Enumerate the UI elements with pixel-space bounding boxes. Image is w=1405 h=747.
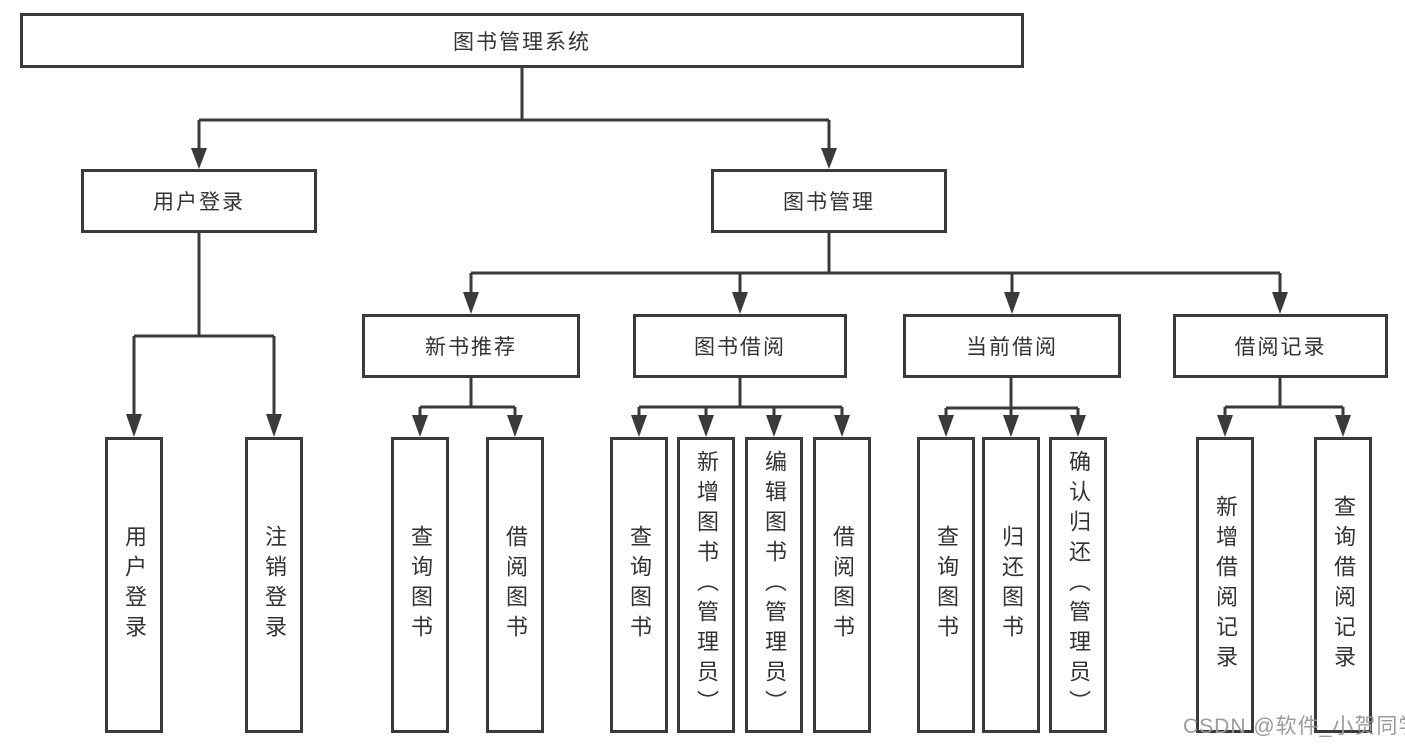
node-current-borrowing-label: 当前借阅 [966,336,1058,359]
node-borrowing-records-label: 借阅记录 [1234,336,1327,359]
arrowhead [1070,415,1086,437]
arrowhead [1335,415,1351,437]
node-book-borrowing-label: 图书借阅 [694,336,786,359]
arrowhead [266,414,282,437]
node-book-management: 图书管理 [711,169,947,233]
leaf-add-books-admin-label: 新增图书（管理员） [694,450,719,720]
node-library-management-system-label: 图书管理系统 [453,30,591,54]
leaf-query-books-borrowing: 查询图书 [610,437,668,733]
arrowhead [507,415,523,437]
leaf-add-books-admin: 新增图书（管理员） [677,437,735,733]
leaf-query-books-current-label: 查询图书 [934,525,959,645]
leaf-confirm-return-admin: 确认归还（管理员） [1049,437,1107,733]
node-current-borrowing: 当前借阅 [903,314,1121,378]
arrowhead [412,415,428,437]
leaf-confirm-return-admin-label: 确认归还（管理员） [1066,450,1091,720]
leaf-borrow-books-recommend-label: 借阅图书 [503,525,528,645]
leaf-edit-books-admin-label: 编辑图书（管理员） [762,450,787,720]
connector-book-borrowing-to-children [631,378,850,437]
leaf-logout-label: 注销登录 [262,525,287,645]
connector-user-login-to-children [126,233,282,437]
leaf-borrow-books-borrowing: 借阅图书 [813,437,871,733]
leaf-return-books-label: 归还图书 [999,525,1024,645]
csdn-watermark: CSDN @软件_小贺同学 [1183,715,1405,738]
leaf-logout: 注销登录 [245,437,303,733]
node-book-borrowing: 图书借阅 [633,314,847,378]
arrowhead [698,415,714,437]
leaf-query-books-recommend-label: 查询图书 [408,525,433,645]
arrowhead [938,415,954,437]
leaf-return-books: 归还图书 [982,437,1040,733]
node-borrowing-records: 借阅记录 [1173,314,1388,378]
arrowhead [732,292,748,314]
leaf-user-login: 用户登录 [105,437,163,733]
leaf-add-borrow-record-label: 新增借阅记录 [1213,495,1238,675]
arrowhead [1272,292,1288,314]
arrowhead [1004,292,1020,314]
arrowhead [463,292,479,314]
arrowhead [1217,415,1233,437]
node-book-management-label: 图书管理 [783,191,875,214]
connector-new-book-recommendation-to-children [412,378,523,437]
leaf-query-books-borrowing-label: 查询图书 [627,525,652,645]
connector-borrowing-records-to-children [1217,378,1351,437]
leaf-user-login-label: 用户登录 [122,525,147,645]
arrowhead [1003,415,1019,437]
node-library-management-system: 图书管理系统 [20,13,1024,68]
arrowhead [821,148,837,169]
connector-current-borrowing-to-children [938,378,1086,437]
node-user-login: 用户登录 [81,169,317,233]
leaf-query-borrow-record: 查询借阅记录 [1314,437,1372,733]
leaf-query-books-recommend: 查询图书 [391,437,449,733]
leaf-query-borrow-record-label: 查询借阅记录 [1331,495,1356,675]
node-new-book-recommendation-label: 新书推荐 [425,336,517,359]
leaf-edit-books-admin: 编辑图书（管理员） [745,437,803,733]
arrowhead [191,148,207,169]
connector-root-to-level2 [191,68,837,169]
node-new-book-recommendation: 新书推荐 [362,314,580,378]
arrowhead [766,415,782,437]
leaf-add-borrow-record: 新增借阅记录 [1196,437,1254,733]
arrowhead [631,415,647,437]
node-user-login-label: 用户登录 [153,191,245,214]
arrowhead [834,415,850,437]
connector-book-management-to-level3 [463,233,1288,314]
arrowhead [126,414,142,437]
leaf-query-books-current: 查询图书 [917,437,975,733]
leaf-borrow-books-borrowing-label: 借阅图书 [830,525,855,645]
leaf-borrow-books-recommend: 借阅图书 [486,437,544,733]
